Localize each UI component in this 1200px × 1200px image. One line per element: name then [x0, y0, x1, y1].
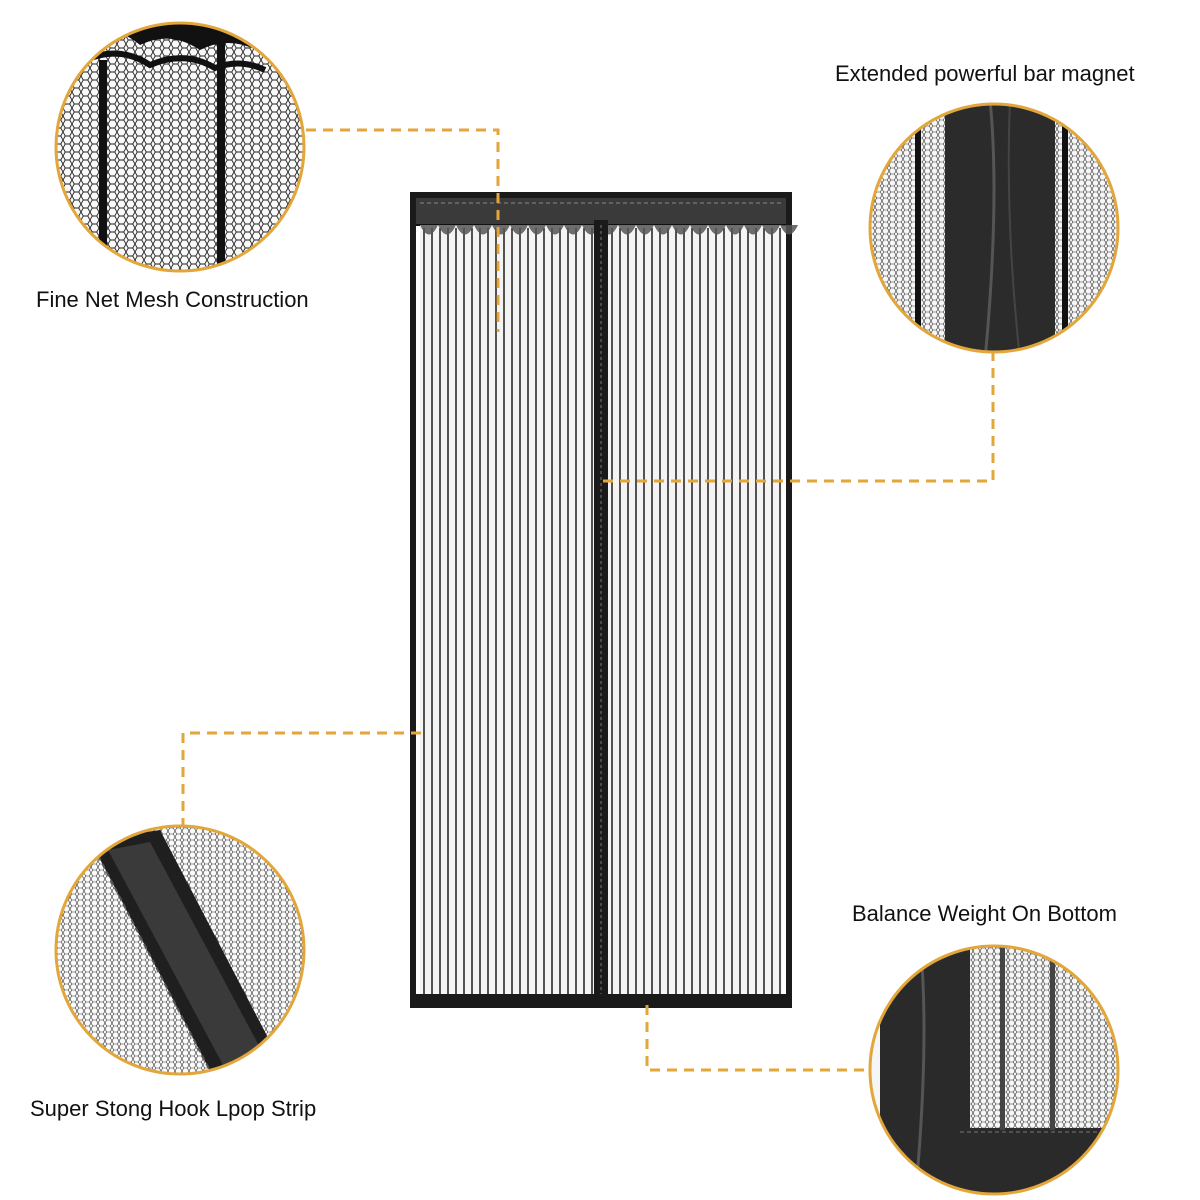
hook-zoom-ring: [54, 824, 306, 1076]
left-panel: [420, 225, 594, 998]
label-fine-net-mesh: Fine Net Mesh Construction: [36, 287, 309, 312]
leader-lines: [181, 128, 995, 1072]
screen-curtain: [410, 192, 798, 1008]
curtain-pleats: [423, 228, 781, 995]
label-bar-magnet: Extended powerful bar magnet: [835, 61, 1135, 86]
bottom-hem: [413, 994, 789, 1005]
label-hook-loop-strip: Super Stong Hook Lpop Strip: [30, 1096, 317, 1121]
header-scallop: [420, 225, 798, 235]
leader-magnet: [603, 352, 995, 483]
callout-mesh-zoom: [54, 21, 306, 273]
right-panel: [608, 225, 782, 998]
weight-zoom-ring: [868, 944, 1120, 1196]
callout-weight-zoom: [868, 944, 1120, 1196]
mesh-zoom-ring: [54, 21, 306, 273]
label-balance-weight: Balance Weight On Bottom: [852, 901, 1117, 926]
magnet-zoom-ring: [868, 102, 1120, 354]
center-magnet-seam: [594, 220, 608, 1005]
leader-weight: [645, 1005, 870, 1072]
leader-mesh: [306, 128, 500, 332]
callout-hook-zoom: [54, 824, 306, 1076]
callout-magnet-zoom: [868, 102, 1120, 354]
leader-hook: [181, 731, 421, 826]
